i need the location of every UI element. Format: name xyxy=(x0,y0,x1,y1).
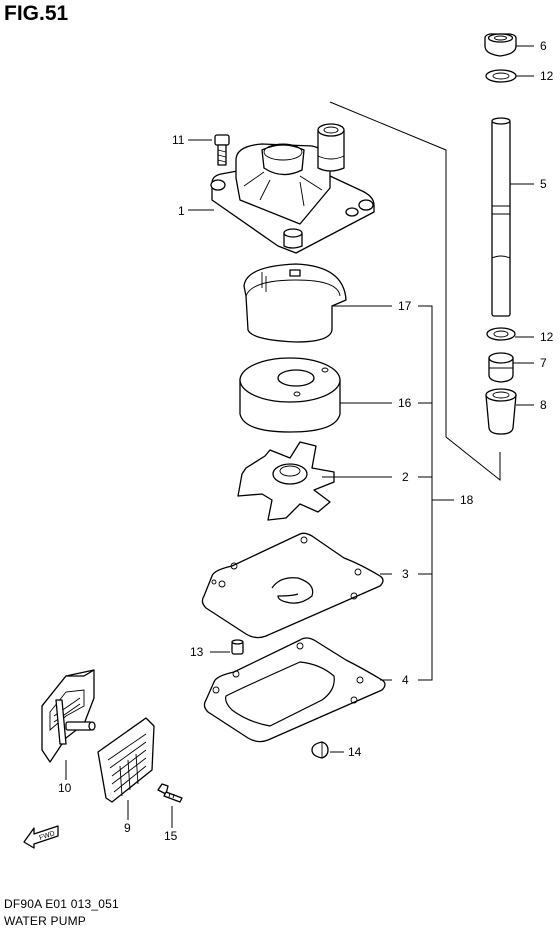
part-10-strainer xyxy=(41,669,96,763)
part-9-cover xyxy=(97,717,155,803)
part-3-plate xyxy=(201,532,384,639)
figure-title: FIG.51 xyxy=(4,2,69,25)
callout-16: 16 xyxy=(398,396,412,410)
callout-9: 9 xyxy=(124,821,131,835)
callout-2: 2 xyxy=(402,470,409,484)
callout-11: 11 xyxy=(172,133,185,147)
part-11-bolt xyxy=(214,134,230,166)
part-12-seal-upper xyxy=(485,69,517,83)
part-16-insert xyxy=(239,357,341,433)
callout-8: 8 xyxy=(540,398,547,412)
fwd-label: FWD xyxy=(38,830,55,842)
callout-3: 3 xyxy=(402,567,409,581)
figure-name: WATER PUMP xyxy=(4,914,86,928)
callout-4: 4 xyxy=(402,673,409,687)
part-12-seal-lower xyxy=(486,327,516,341)
callout-1: 1 xyxy=(178,204,185,218)
fwd-arrow-icon: FWD xyxy=(23,825,59,849)
part-1-pump-case xyxy=(210,123,375,254)
callout-10: 10 xyxy=(58,781,72,795)
leader-lines xyxy=(65,45,534,828)
callout-5: 5 xyxy=(540,177,547,191)
part-8-guide xyxy=(485,388,517,435)
callout-15: 15 xyxy=(164,829,178,843)
callout-labels: 11 1 6 12 5 12 7 8 17 16 2 18 3 13 4 14 … xyxy=(58,39,554,843)
part-17-liner xyxy=(243,263,347,343)
part-14-key xyxy=(311,741,329,759)
callout-12-lower: 12 xyxy=(540,330,554,344)
part-2-impeller xyxy=(237,441,335,521)
part-6-grommet xyxy=(484,33,517,57)
part-13-pin xyxy=(231,639,244,655)
model-code: DF90A E01 013_051 xyxy=(4,897,119,911)
callout-7: 7 xyxy=(540,356,547,370)
part-7-bushing xyxy=(488,352,514,383)
callout-17: 17 xyxy=(398,299,412,313)
callout-6: 6 xyxy=(540,39,547,53)
callout-13: 13 xyxy=(190,645,204,659)
part-5-drive-shaft-tube xyxy=(491,117,511,317)
callout-18: 18 xyxy=(460,493,474,507)
part-4-gasket xyxy=(203,637,386,743)
callout-12-upper: 12 xyxy=(540,69,554,83)
callout-14: 14 xyxy=(348,745,362,759)
part-15-screw xyxy=(157,783,183,803)
